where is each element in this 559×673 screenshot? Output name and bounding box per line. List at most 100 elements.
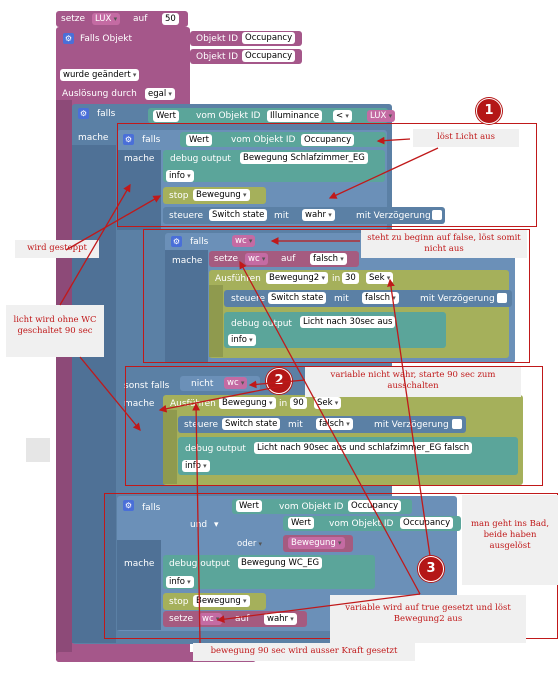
obj-id-1-block[interactable]: Objekt ID Occupancy: [190, 31, 302, 46]
if3-spine: [165, 250, 208, 362]
delay-label: mit Verzögerung: [420, 294, 495, 304]
trigger-end: [56, 652, 256, 662]
steuere-label: steuere: [169, 211, 204, 221]
delay-checkbox[interactable]: [497, 293, 507, 303]
wert-label: Wert: [186, 134, 212, 146]
arrow-8: [158, 385, 283, 413]
value-dropdown[interactable]: wahr: [302, 209, 335, 221]
falls-label: falls: [190, 237, 209, 247]
mache-label: mache: [124, 154, 155, 164]
obj-id-2-block[interactable]: Objekt ID Occupancy: [190, 49, 302, 64]
seconds-field[interactable]: 90: [290, 397, 307, 409]
gear-icon[interactable]: ⚙: [123, 500, 134, 511]
set-lux-block[interactable]: setze LUX auf 50: [56, 11, 188, 27]
setze-label: setze: [214, 254, 239, 264]
obj-id-field[interactable]: Occupancy: [242, 50, 296, 62]
setze-label: setze: [61, 14, 86, 24]
lux-var-dropdown[interactable]: LUX: [367, 110, 396, 122]
timer-dropdown[interactable]: Bewegung: [193, 189, 250, 201]
debug-text-field[interactable]: Licht nach 90sec aus und schlafzimmer_EG…: [254, 442, 473, 454]
value-dropdown[interactable]: falsch: [316, 418, 353, 430]
unit-dropdown[interactable]: Sek: [366, 272, 394, 284]
switch-state-field[interactable]: Switch state: [209, 209, 268, 221]
marker-1: 1: [476, 98, 502, 124]
unit-dropdown[interactable]: Sek: [314, 397, 342, 409]
lux-value-field[interactable]: 50: [162, 13, 179, 25]
steuere-label: steuere: [231, 294, 266, 304]
annotation-ohne-wc: licht wird ohne WC geschaltet 90 sec: [6, 305, 104, 357]
annotation-false: steht zu beginn auf false, löst somit ni…: [361, 230, 527, 258]
debug-text-field[interactable]: Bewegung Schlafzimmer_EG: [240, 152, 368, 164]
level-dropdown[interactable]: info: [182, 460, 210, 472]
level-dropdown[interactable]: info: [166, 576, 194, 588]
switch-state-field[interactable]: Switch state: [222, 418, 281, 430]
mit-label: mit: [274, 211, 289, 221]
lux-var-dropdown[interactable]: LUX: [92, 13, 121, 25]
gear-icon[interactable]: ⚙: [123, 134, 134, 145]
value-dropdown[interactable]: falsch: [310, 253, 347, 265]
mache-label: mache: [78, 133, 109, 143]
arrow-5: [59, 183, 131, 306]
oder-dropdown[interactable]: oder: [234, 538, 266, 550]
debug-output-label: debug output: [169, 559, 230, 569]
obj-id-field[interactable]: Occupancy: [348, 500, 402, 512]
vom-objekt-label: vom Objekt ID: [329, 519, 394, 529]
marker-3: 3: [418, 556, 444, 582]
steuere-label: steuere: [184, 420, 219, 430]
wc-var-dropdown[interactable]: wc: [245, 253, 269, 265]
changed-dropdown[interactable]: wurde geändert: [60, 69, 140, 81]
arrow-9: [239, 260, 421, 595]
auf-label: auf: [133, 14, 148, 24]
mache-label: mache: [124, 399, 155, 409]
wc-var-dropdown[interactable]: wc: [199, 613, 223, 625]
switch-state-field[interactable]: Switch state: [268, 292, 327, 304]
gear-icon[interactable]: ⚙: [171, 236, 182, 247]
in-label: in: [279, 399, 288, 409]
timer-dropdown[interactable]: Bewegung: [219, 397, 276, 409]
obj-id-field[interactable]: Occupancy: [400, 517, 454, 529]
obj-id-label: Objekt ID: [196, 52, 239, 62]
egal-dropdown[interactable]: egal: [145, 88, 175, 100]
timer-dropdown[interactable]: Bewegung: [193, 595, 250, 607]
arrow-1: [376, 136, 411, 145]
wert-label: Wert: [288, 517, 314, 529]
arrow-2: [328, 147, 439, 199]
level-dropdown[interactable]: info: [166, 170, 194, 182]
mit-label: mit: [288, 420, 303, 430]
ausfuehren-spine: [163, 410, 177, 484]
level-dropdown[interactable]: info: [228, 334, 256, 346]
if1-spine: [72, 145, 116, 643]
setze-label: setze: [169, 614, 194, 624]
annotation-true: variable wird auf true gesetzt und löst …: [330, 595, 526, 643]
delay-label: mit Verzögerung: [356, 211, 431, 221]
debug-output-label: debug output: [170, 154, 231, 164]
bewegung-var-dropdown[interactable]: Bewegung: [288, 537, 345, 549]
gear-icon[interactable]: ⚙: [63, 33, 74, 44]
debug-text-field[interactable]: Bewegung WC_EG: [238, 557, 323, 569]
stop-label: stop: [169, 191, 189, 201]
gear-icon[interactable]: ⚙: [78, 108, 89, 119]
value-dropdown[interactable]: wahr: [264, 613, 297, 625]
obj-id-field[interactable]: Illuminance: [267, 110, 323, 122]
obj-id-field[interactable]: Occupancy: [242, 32, 296, 44]
obj-id-field[interactable]: Occupancy: [301, 134, 355, 146]
wc-var-dropdown[interactable]: wc: [232, 235, 256, 247]
value-dropdown[interactable]: falsch: [362, 292, 399, 304]
delay-checkbox[interactable]: [432, 210, 442, 220]
delay-checkbox[interactable]: [452, 419, 462, 429]
in-label: in: [332, 274, 341, 284]
timer-dropdown[interactable]: Bewegung2: [266, 272, 328, 284]
annotation-ausser-kraft: bewegung 90 sec wird ausser Kraft gesetz…: [193, 643, 415, 661]
wc-var-dropdown[interactable]: wc: [224, 377, 248, 389]
annotation-bad: man geht ins Bad, beide haben ausgelöst: [462, 495, 558, 585]
falls-objekt-label: Falls Objekt: [80, 34, 132, 44]
arrow-4: [65, 195, 162, 251]
workspace-handle[interactable]: [26, 438, 50, 462]
compare-op-dropdown[interactable]: <: [333, 110, 352, 122]
seconds-field[interactable]: 30: [342, 272, 359, 284]
wert-label: Wert: [153, 110, 179, 122]
mache-label: mache: [124, 559, 155, 569]
debug-text-field[interactable]: Licht nach 30sec aus: [300, 316, 396, 328]
wert-label: Wert: [236, 500, 262, 512]
